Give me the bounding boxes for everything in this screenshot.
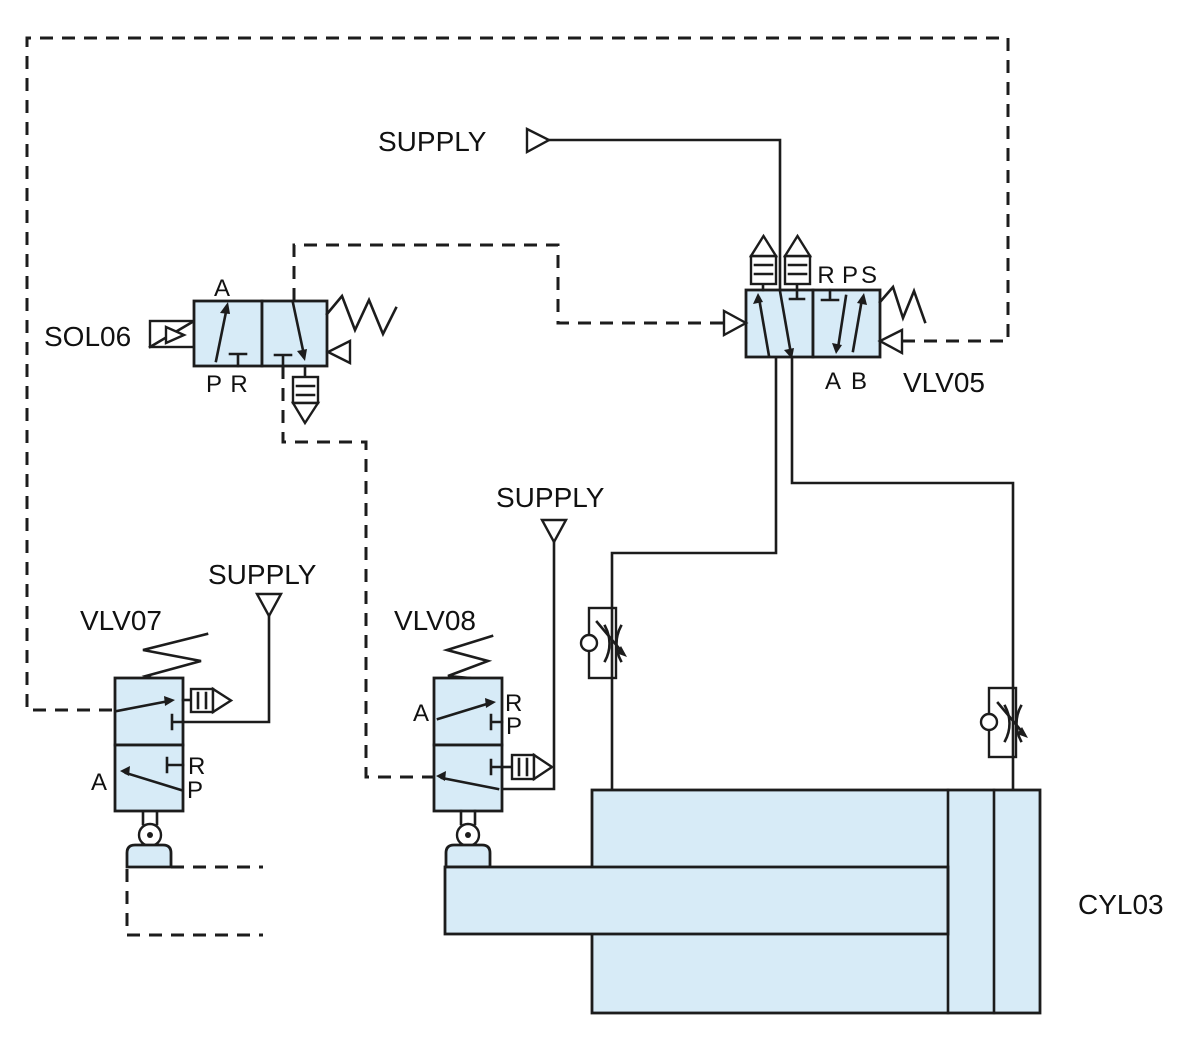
vlv08-label: VLV08 (394, 605, 476, 636)
cyl03-piston-rod (443, 865, 950, 936)
supply-left-label: SUPPLY (208, 559, 317, 590)
vlv07-port-r: R (188, 753, 205, 780)
vlv05-port-a: A (825, 368, 841, 395)
sol06-pilot-return-icon (325, 339, 352, 365)
vlv05-port-r: R (817, 262, 834, 289)
cylinder-cyl03: CYL03 (443, 788, 1164, 1015)
work-line-b (790, 355, 1015, 792)
vlv07-port-p: P (187, 777, 203, 804)
supply-top-triangle-icon (525, 127, 552, 155)
sol06-port-a: A (214, 275, 230, 302)
vlv05-silencer-left-icon (748, 233, 779, 292)
vlv07-label: VLV07 (80, 605, 162, 636)
supply-top: SUPPLY (378, 126, 782, 292)
vlv05-silencer-right-icon (782, 233, 813, 301)
sol06-port-r: R (230, 371, 247, 398)
vlv07-spring-icon (141, 632, 209, 680)
supply-top-line (547, 138, 782, 292)
solenoid-icon (148, 319, 196, 349)
vlv07-silencer-icon (181, 686, 234, 715)
vlv07-roller-actuator (125, 810, 173, 869)
supply-left-triangle-icon (254, 592, 284, 619)
vlv08-position-top (432, 676, 504, 747)
work-lines (610, 355, 1015, 792)
supply-left-line (181, 614, 271, 724)
sol06-silencer-icon (290, 364, 321, 426)
vlv05-port-p: P (842, 262, 858, 289)
vlv05-pilot-right-icon (877, 328, 904, 356)
vlv08-spring-icon (442, 634, 494, 680)
vlv08-cam-block (444, 843, 492, 869)
sol06-spring-icon (325, 293, 398, 338)
vlv08-flow-arrows (436, 698, 504, 791)
valve-vlv08: VLV08 A R P (394, 605, 555, 869)
supply-top-label: SUPPLY (378, 126, 487, 157)
sol06-label: SOL06 (44, 321, 131, 352)
flow-control-right (979, 686, 1028, 759)
supply-middle-triangle-icon (539, 518, 569, 545)
vlv08-silencer-icon (500, 752, 555, 782)
supply-middle: SUPPLY (496, 482, 605, 791)
vlv08-port-a: A (413, 700, 429, 727)
vlv08-roller-actuator (444, 809, 492, 869)
vlv05-port-s: S (861, 262, 877, 289)
pilot-line-vlv08-to-sol06 (281, 366, 434, 779)
valve-vlv07: VLV07 A (80, 605, 263, 937)
valve-vlv05: R P S A B VLV05 (722, 233, 985, 398)
vlv07-flow-arrows (115, 696, 185, 792)
valve-sol06: SOL06 A P R (44, 275, 398, 426)
vlv05-label: VLV05 (903, 367, 985, 398)
vlv08-port-r: R (505, 690, 522, 717)
supply-middle-line (500, 540, 556, 791)
supply-left: SUPPLY (181, 559, 317, 724)
sol06-port-p: P (206, 371, 222, 398)
cyl03-piston (946, 788, 996, 1015)
vlv07-port-a: A (91, 769, 107, 796)
vlv05-spring-icon (878, 284, 927, 324)
work-line-a (610, 355, 778, 792)
vlv08-port-p: P (506, 713, 522, 740)
vlv05-pilot-left-icon (722, 308, 749, 338)
vlv05-port-b: B (851, 368, 867, 395)
pilot-line-vlv07-to-vlv05-loop (25, 36, 1010, 712)
vlv07-rod-phantom-lines (125, 865, 263, 937)
vlv07-position-top (113, 676, 185, 747)
vlv07-position-bottom (113, 743, 185, 813)
sol06-flow-arrows (214, 301, 307, 368)
vlv07-cam-block (125, 843, 173, 869)
flow-control-left (579, 606, 627, 680)
pilot-line-sol06-to-vlv05 (292, 243, 724, 325)
vlv05-flow-arrows (753, 288, 867, 359)
cyl03-label: CYL03 (1078, 889, 1164, 920)
supply-middle-label: SUPPLY (496, 482, 605, 513)
